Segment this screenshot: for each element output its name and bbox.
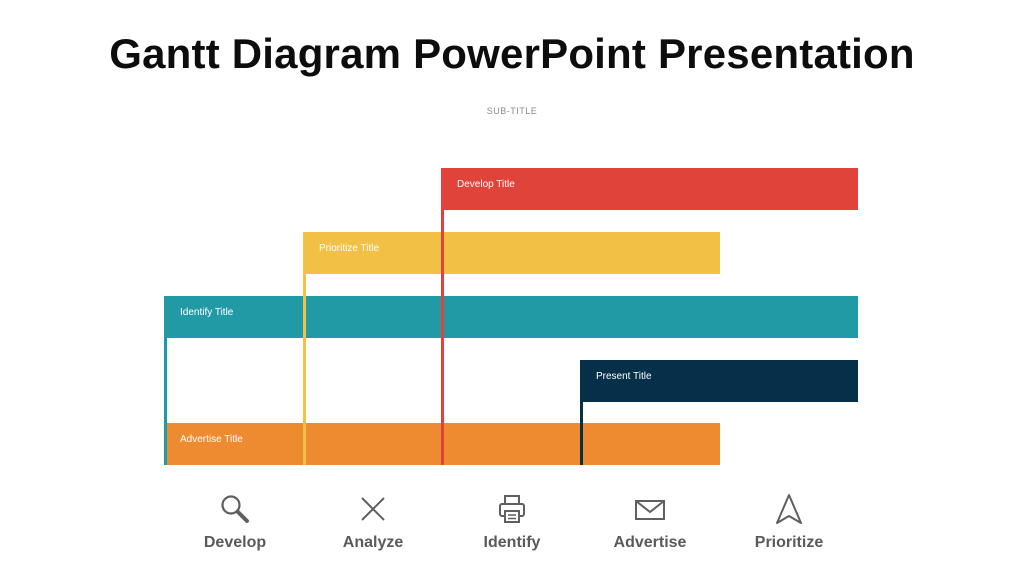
gantt-bar-present: Present Title bbox=[580, 360, 858, 402]
icon-label: Analyze bbox=[342, 534, 404, 551]
gantt-bar-identify: Identify Title bbox=[164, 296, 858, 338]
icon-label: Prioritize bbox=[754, 534, 824, 551]
gantt-stem-identify bbox=[164, 296, 167, 465]
gantt-bar-label: Identify Title bbox=[180, 307, 234, 318]
icon-column-identify: Identify bbox=[452, 492, 572, 552]
gantt-bar-prioritize: Prioritize Title bbox=[303, 232, 720, 274]
gantt-bar-develop: Develop Title bbox=[441, 168, 858, 210]
gantt-bar-label: Develop Title bbox=[457, 179, 515, 190]
icon-label: Develop bbox=[203, 534, 267, 551]
gantt-stem-develop bbox=[441, 168, 444, 465]
gantt-bar-label: Prioritize Title bbox=[319, 243, 380, 254]
slide-title: Gantt Diagram PowerPoint Presentation bbox=[109, 30, 915, 77]
icon-column-advertise: Advertise bbox=[590, 492, 710, 552]
slide-subtitle: SUB-TITLE bbox=[486, 106, 538, 116]
icon-column-develop: Develop bbox=[175, 492, 295, 552]
icon-column-prioritize: Prioritize bbox=[729, 492, 849, 552]
icon-label: Identify bbox=[483, 534, 541, 551]
envelope-icon bbox=[635, 500, 665, 520]
icon-column-analyze: Analyze bbox=[313, 492, 433, 552]
close-icon bbox=[361, 497, 385, 521]
icon-label: Advertise bbox=[613, 534, 687, 551]
navigation-arrow-icon bbox=[776, 494, 802, 524]
search-icon bbox=[221, 495, 249, 523]
gantt-stem-present bbox=[580, 360, 583, 465]
gantt-bar-label: Advertise Title bbox=[180, 434, 243, 445]
gantt-stem-prioritize bbox=[303, 232, 306, 465]
printer-icon bbox=[499, 495, 525, 523]
gantt-bar-label: Present Title bbox=[596, 371, 652, 382]
